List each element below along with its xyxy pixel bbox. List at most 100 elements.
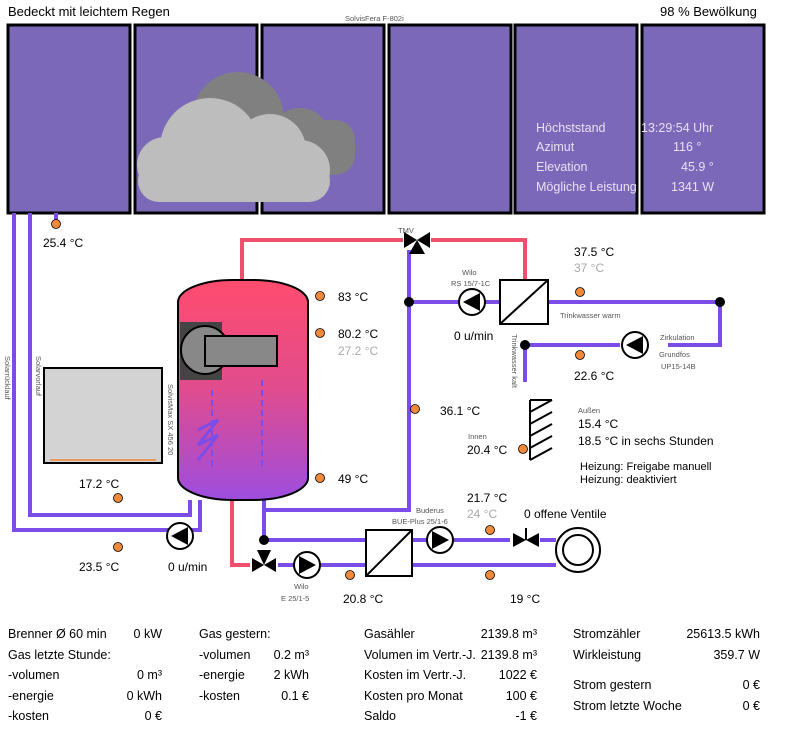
stat-label: -volumen — [199, 647, 251, 662]
outdoor-forecast: 18.5 °C in sechs Stunden — [578, 434, 714, 448]
stat-label: Saldo — [364, 709, 396, 724]
stat-value: 0.1 € — [281, 688, 309, 703]
solar-panel-1 — [6, 23, 132, 215]
stat-value: 0.2 m³ — [273, 647, 309, 662]
solar-panel-4 — [387, 23, 513, 215]
valve-icon — [513, 528, 539, 547]
heating-pump-brand: Buderus — [416, 506, 444, 515]
stat-label: Gasähler — [364, 627, 415, 642]
stat-value — [271, 624, 309, 645]
circulation-label: Zirkulation — [660, 333, 695, 342]
heizung-status-2: Heizung: deaktiviert — [580, 474, 677, 486]
storage-tank — [177, 279, 309, 501]
sun-azimut-value: 116 ° — [673, 140, 702, 154]
heat-exchanger-icon — [365, 529, 413, 577]
circulation-model: UP15-14B — [661, 362, 696, 371]
stat-label: -kosten — [8, 709, 49, 724]
valve-icon — [404, 232, 430, 254]
solar-panels — [6, 23, 766, 215]
outdoor-innen-label: Innen — [468, 432, 487, 441]
solar-return-temp: 23.5 °C — [79, 560, 120, 574]
heat-exchanger-icon — [499, 279, 549, 325]
panel-model: SolvisFera F-802i — [345, 14, 404, 23]
circulation-brand: Grundfos — [659, 350, 690, 359]
heating-return-temp-2: 19 °C — [510, 592, 541, 606]
stat-label: -volumen — [8, 668, 60, 683]
stat-label: Volumen im Vertr.-J. — [364, 647, 476, 662]
pool-box — [43, 367, 163, 464]
outdoor-aussen-label: Außen — [578, 406, 601, 415]
stat-value: 25613.5 kWh — [686, 627, 760, 642]
stat-value: 0 € — [742, 678, 760, 693]
stat-value: 0 € — [144, 709, 162, 724]
sun-elevation-label: Elevation — [536, 160, 588, 174]
storage-mid-temp-2: 27.2 °C — [338, 344, 379, 358]
sun-leistung-label: Mögliche Leistung — [536, 180, 637, 194]
pump2-model: E 25/1-5 — [281, 594, 310, 603]
stat-value: 0 m³ — [137, 668, 162, 683]
valve-icon — [252, 550, 276, 572]
wall-icon — [529, 399, 553, 461]
ww-pump-model: RS 15/7-1C — [451, 279, 491, 288]
ww-pump-speed: 0 u/min — [454, 329, 494, 343]
radiator-icon — [555, 527, 601, 573]
stat-label: -energie — [199, 668, 245, 683]
stat-value: -1 € — [515, 709, 537, 724]
solar-pump-speed: 0 u/min — [168, 560, 208, 574]
stat-value: 0 kWh — [126, 688, 162, 703]
stat-label: Strom gestern — [573, 678, 652, 693]
solar-panel-6 — [640, 23, 766, 215]
pump-icon — [166, 522, 194, 550]
stat-label: Strom letzte Woche — [573, 698, 682, 713]
heating-flow-temp: 21.7 °C — [467, 491, 508, 505]
stat-value — [118, 645, 162, 666]
weather-text: Bedeckt mit leichtem Regen — [8, 4, 170, 19]
stat-label: Kosten im Vertr.-J. — [364, 668, 467, 683]
sun-azimut-label: Azimut — [536, 140, 575, 154]
trinkwasser-kalt-temp: 22.6 °C — [574, 369, 615, 383]
trinkwasser-kalt-label: Trinkwasser kalt — [510, 334, 519, 388]
stat-label: Stromzähler — [573, 627, 641, 642]
sun-leistung-value: 1341 W — [671, 180, 715, 194]
trinkwasser-warm-temp-2: 37 °C — [574, 261, 605, 275]
burner-icon — [180, 322, 278, 380]
sensor-dots — [51, 219, 585, 580]
open-valves: 0 offene Ventile — [524, 507, 607, 521]
stat-value: 2139.8 m³ — [480, 627, 537, 642]
heizung-status-1: Heizung: Freigabe manuell — [580, 461, 712, 473]
cloud-cover-text: 98 % Bewölkung — [660, 4, 757, 19]
stat-value: 359.7 W — [713, 647, 760, 662]
pool-temp: 17.2 °C — [79, 477, 120, 491]
hx-temp: 20.8 °C — [343, 592, 384, 606]
solar-ruecklauf-label: Solarrücklauf — [3, 356, 12, 400]
stat-value: 2 kWh — [273, 668, 309, 683]
storage-bottom-temp: 49 °C — [338, 472, 369, 486]
pump-icon — [458, 288, 486, 316]
heating-pump-model: BUE-Plus 25/1-6 — [392, 517, 448, 526]
solar-vorlauf-label: Solarvorlauf — [34, 356, 43, 397]
solar-panel-5 — [513, 23, 639, 215]
sun-hoechststand-value: 13:29:54 Uhr — [641, 121, 714, 135]
stat-label: Brenner Ø 60 min — [8, 627, 107, 642]
storage-mid-temp: 80.2 °C — [338, 327, 379, 341]
pump-icon — [621, 331, 649, 359]
stat-label: -energie — [8, 688, 54, 703]
trinkwasser-warm-label: Trinkwasser warm — [560, 311, 621, 320]
ww-pump-brand: Wilo — [462, 268, 477, 277]
tmv-label: TMV — [398, 226, 414, 235]
outdoor-aussen-temp: 15.4 °C — [578, 417, 619, 431]
stat-label: Gas letzte Stunde: — [8, 647, 111, 662]
sun-hoechststand-label: Höchststand — [536, 121, 606, 135]
stat-value: 100 € — [505, 688, 537, 703]
storage-top-temp: 83 °C — [338, 290, 369, 304]
outdoor-innen-temp: 20.4 °C — [467, 443, 508, 457]
sun-elevation-value: 45.9 ° — [681, 160, 714, 174]
storage-model: SolvisMax SX 456 20 — [166, 384, 175, 456]
stat-label: -kosten — [199, 688, 240, 703]
trinkwasser-warm-temp: 37.5 °C — [574, 245, 615, 259]
collector-temp: 25.4 °C — [43, 236, 84, 250]
